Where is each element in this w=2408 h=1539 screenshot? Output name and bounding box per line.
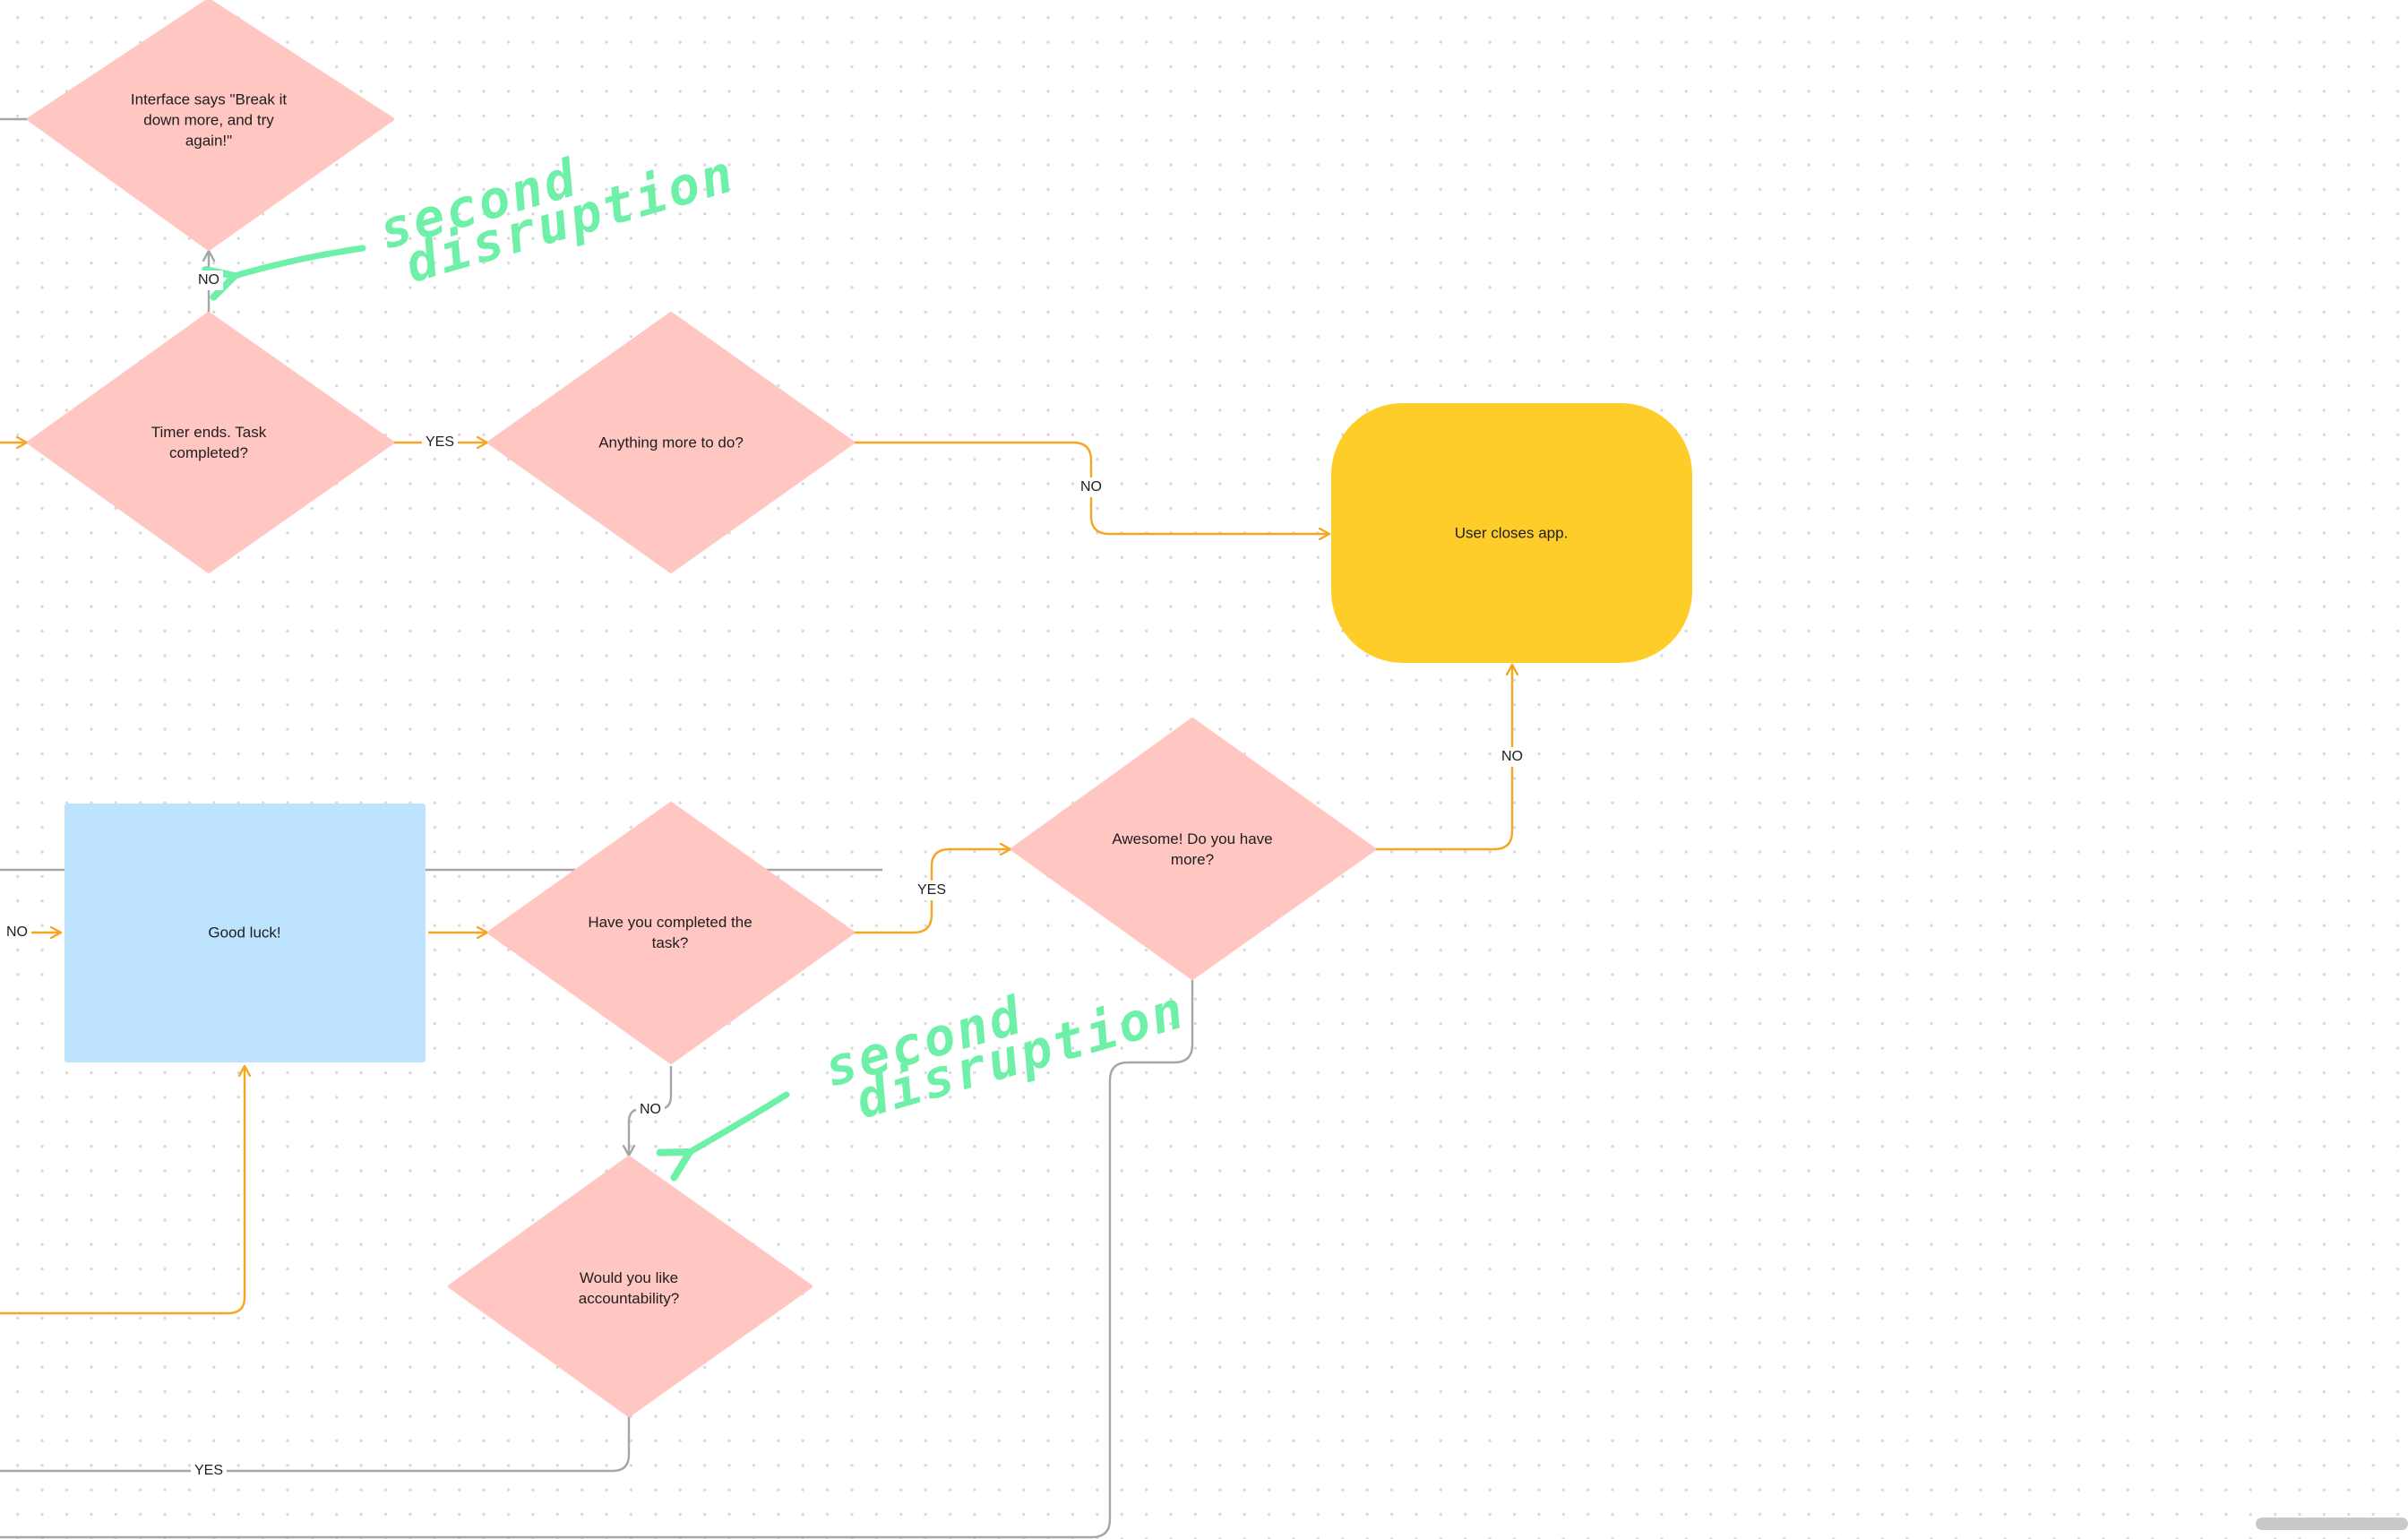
diamond-timer-ends[interactable] (27, 312, 394, 573)
diamond-accountability[interactable] (448, 1156, 813, 1417)
edge-label-no-completed-accountability: NO (636, 1100, 665, 1120)
diamond-anything-more[interactable] (487, 312, 855, 573)
terminal-user-closes-app[interactable] (1331, 403, 1692, 663)
edge-label-no-into-good-luck: NO (3, 923, 31, 942)
diamond-have-you-completed[interactable] (487, 802, 855, 1064)
annotation-arrow-bottom (656, 1091, 790, 1182)
edge-label-no-awesome-close: NO (1498, 747, 1526, 767)
horizontal-scrollbar[interactable] (2256, 1518, 2408, 1530)
connector-accountability-yes (0, 1415, 631, 1473)
connector-bottom-to-good-luck (0, 1066, 245, 1315)
diamond-interface-break-down[interactable] (27, 0, 394, 251)
edge-label-yes-accountability: YES (190, 1461, 228, 1481)
edge-label-yes-timer-anything: YES (421, 433, 459, 452)
connector-awesome-to-close (1374, 665, 1512, 851)
annotation-arrow-top (202, 245, 366, 301)
edge-label-no-anything-close: NO (1077, 477, 1105, 497)
diamond-awesome-more[interactable] (1010, 718, 1376, 980)
process-good-luck[interactable] (64, 804, 426, 1062)
edge-label-yes-completed-awesome: YES (913, 881, 950, 900)
connector-awesome-down (0, 980, 1194, 1539)
edge-label-no-timer-interface: NO (194, 271, 223, 290)
